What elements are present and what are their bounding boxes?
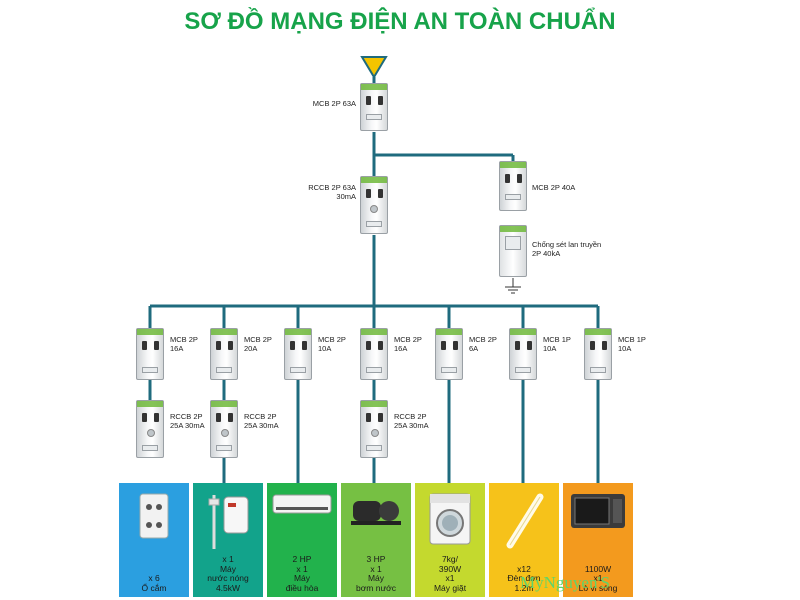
load-label-7: 1100W x1 Lò vi sóng [578,563,618,593]
load-panel-3: 2 HP x 1 Máy điều hòa [267,483,337,597]
page-title: SƠ ĐỒ MẠNG ĐIỆN AN TOÀN CHUẨN [184,8,616,35]
water-pump-icon [349,493,403,532]
ground-icon [505,278,521,294]
load-panel-4: 3 HP x 1 Máy bơm nước [341,483,411,597]
mcb-spd-breaker [499,161,527,211]
load-panel-2: x 1 Máy nước nóng 4.5kW [193,483,263,597]
branch-mcb-4 [360,328,388,380]
watermark: MyNguyen'S [520,573,610,592]
branch-mcb-label-4: MCB 2P 16A [394,335,422,353]
branch-mcb-7 [584,328,612,380]
branch-rccb-label-2: RCCB 2P 25A 30mA [244,412,279,430]
load-label-5: 7kg/ 390W x1 Máy giặt [433,554,467,593]
mcb-spd-label: MCB 2P 40A [532,183,576,192]
branch-mcb-6 [509,328,537,380]
supply-arrow-icon [360,56,388,79]
load-label-4: 3 HP x 1 Máy bơm nước [356,554,396,593]
branch-mcb-label-6: MCB 1P 10A [543,335,571,353]
water-heater-icon [206,493,250,556]
surge-protector-label: Chống sét lan truyền 2P 40kA [532,240,602,258]
socket-icon [139,493,169,544]
load-panel-1: x 6 Ổ cắm [119,483,189,597]
air-conditioner-icon [272,493,332,522]
load-label-1: x 6 Ổ cắm [141,573,167,593]
load-label-6: x12 Đèn đơn 1.2m [507,563,541,593]
branch-rccb-4 [360,400,388,458]
branch-rccb-label-4: RCCB 2P 25A 30mA [394,412,429,430]
mcb-main-label: MCB 2P 63A [312,99,356,108]
load-panel-5: 7kg/ 390W x1 Máy giặt [415,483,485,597]
branch-rccb-label-1: RCCB 2P 25A 30mA [170,412,205,430]
wires [148,132,600,484]
branch-mcb-1 [136,328,164,380]
branch-mcb-2 [210,328,238,380]
load-panel-7: 1100W x1 Lò vi sóng [563,483,633,597]
tube-light-icon [502,493,546,554]
rccb-main-breaker [360,176,388,234]
surge-protector [499,225,527,277]
load-panel-6: x12 Đèn đơn 1.2m [489,483,559,597]
branch-mcb-3 [284,328,312,380]
microwave-icon [570,493,626,534]
washing-machine-icon [429,493,471,550]
branch-mcb-5 [435,328,463,380]
branch-mcb-label-7: MCB 1P 10A [618,335,646,353]
mcb-main-breaker [360,83,388,131]
branch-mcb-label-5: MCB 2P 6A [469,335,497,353]
rccb-main-label: RCCB 2P 63A 30mA [308,183,356,201]
branch-rccb-1 [136,400,164,458]
branch-mcb-label-2: MCB 2P 20A [244,335,272,353]
load-label-2: x 1 Máy nước nóng 4.5kW [207,554,249,593]
branch-mcb-label-3: MCB 2P 10A [318,335,346,353]
branch-rccb-2 [210,400,238,458]
branch-mcb-label-1: MCB 2P 16A [170,335,198,353]
load-label-3: 2 HP x 1 Máy điều hòa [285,554,319,593]
